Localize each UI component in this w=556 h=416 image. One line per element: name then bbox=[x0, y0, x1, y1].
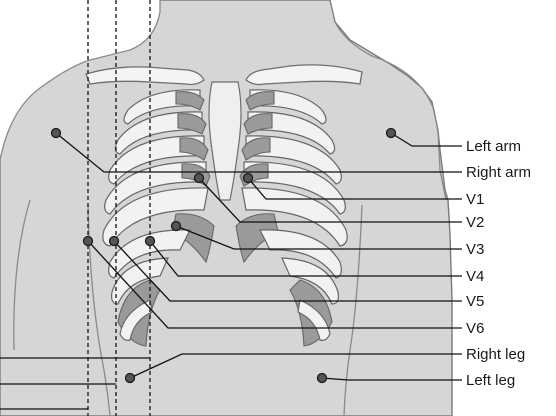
electrode-left-leg bbox=[318, 374, 327, 383]
label-v1: V1 bbox=[466, 191, 484, 208]
electrode-left-arm bbox=[387, 129, 396, 138]
electrode-v4 bbox=[146, 237, 155, 246]
label-right-arm: Right arm bbox=[466, 164, 531, 181]
label-v5: V5 bbox=[466, 293, 484, 310]
right-clavicle bbox=[86, 67, 204, 85]
label-left-arm: Left arm bbox=[466, 138, 521, 155]
label-left-leg: Left leg bbox=[466, 372, 515, 389]
electrode-v2 bbox=[195, 174, 204, 183]
label-v6: V6 bbox=[466, 320, 484, 337]
label-v3: V3 bbox=[466, 241, 484, 258]
electrode-v1 bbox=[244, 174, 253, 183]
label-v4: V4 bbox=[466, 268, 484, 285]
label-v2: V2 bbox=[466, 214, 484, 231]
lead-labels: Left arm Right arm V1 V2 V3 V4 V5 V6 Rig… bbox=[466, 138, 531, 389]
electrode-v3 bbox=[172, 222, 181, 231]
label-right-leg: Right leg bbox=[466, 346, 525, 363]
electrode-v5 bbox=[110, 237, 119, 246]
electrode-v6 bbox=[84, 237, 93, 246]
electrode-right-leg bbox=[126, 374, 135, 383]
electrode-right-arm bbox=[52, 129, 61, 138]
